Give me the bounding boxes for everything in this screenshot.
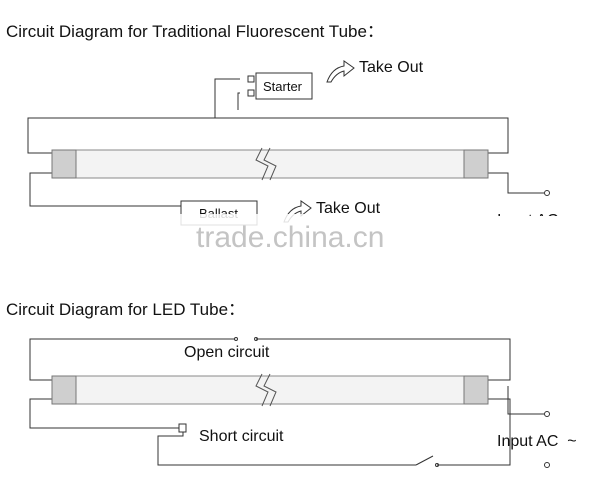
- led-wiring: [29, 337, 544, 467]
- led-tube: [51, 373, 489, 407]
- led-input-terminal-top: [544, 411, 550, 417]
- fluorescent-input-label: Input AC: [497, 212, 558, 229]
- input-terminal-top: [544, 190, 550, 196]
- short-circuit-marker: [178, 423, 187, 433]
- fluorescent-wiring: [27, 78, 544, 207]
- watermark-band: [160, 214, 420, 254]
- take-out-arrow-1: Take Out: [326, 59, 424, 83]
- led-input-terminal-bottom: [544, 462, 550, 468]
- starter-box: Starter: [247, 72, 313, 100]
- led-input-label: Input AC ~: [497, 433, 577, 450]
- watermark-text: trade.china.cn: [196, 221, 384, 254]
- short-circuit-label: Short circuit: [199, 428, 284, 445]
- fluorescent-title: Circuit Diagram for Traditional Fluoresc…: [6, 22, 384, 41]
- open-circuit-label: Open circuit: [184, 344, 270, 361]
- fluorescent-tube: [51, 147, 489, 181]
- take-out-label-1: Take Out: [359, 59, 424, 76]
- led-title: Circuit Diagram for LED Tube：: [6, 300, 245, 319]
- take-out-label-2: Take Out: [316, 200, 381, 217]
- starter-label: Starter: [263, 79, 303, 94]
